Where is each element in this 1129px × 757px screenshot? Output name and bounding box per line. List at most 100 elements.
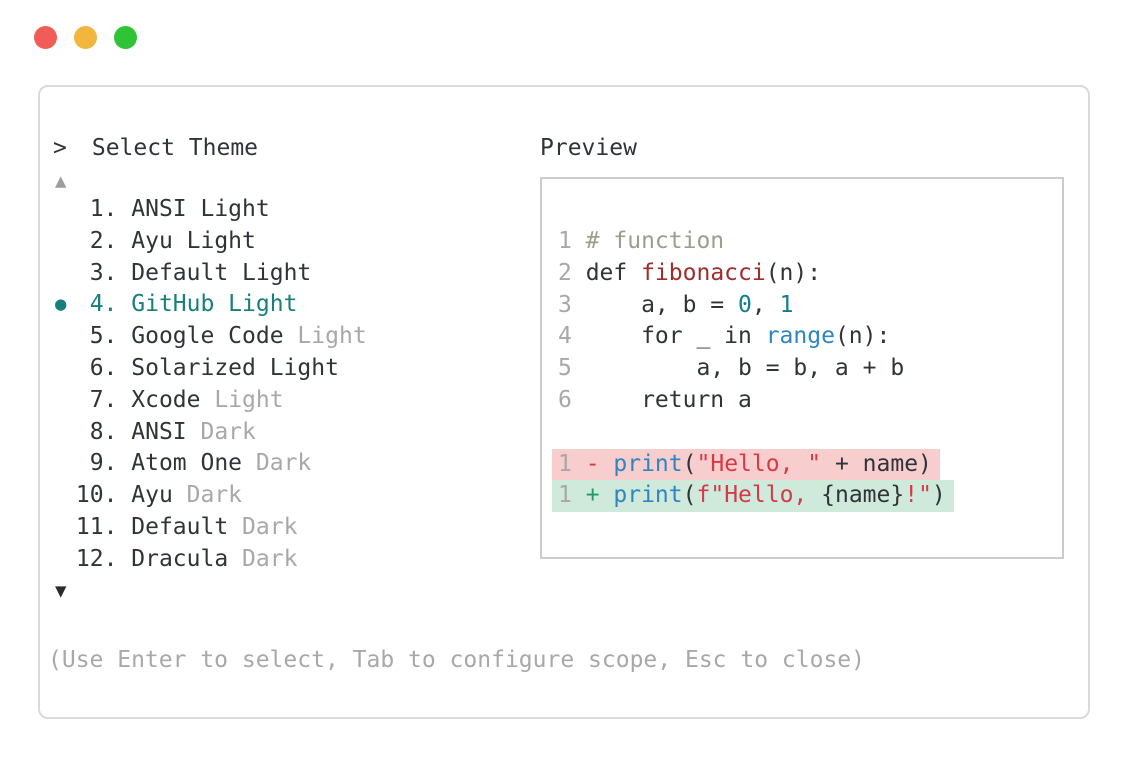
line-number: 5 [558, 355, 572, 382]
theme-item-number: 12. [75, 545, 118, 572]
code-token-num: 0 [738, 291, 752, 318]
line-number: 1 [558, 450, 572, 477]
theme-item-variant: Dark [228, 513, 298, 540]
code-token-plain: for _ in [585, 323, 766, 350]
code-token-num: 1 [779, 291, 794, 318]
bullet-spacer [53, 194, 76, 226]
bullet-spacer [53, 480, 76, 512]
theme-item-label: Google Code Light [131, 323, 367, 350]
theme-item-xcode[interactable]: 7. Xcode Light [53, 385, 865, 417]
code-text: # function [586, 226, 724, 258]
bullet-spacer [53, 353, 76, 385]
theme-item-number: 2. [89, 227, 118, 254]
theme-item-ayu-light[interactable]: 2. Ayu Light [53, 226, 865, 258]
page-title: Select Theme [91, 135, 259, 161]
code-token-plus: + [585, 482, 614, 509]
theme-item-solarized-light[interactable]: 6. Solarized Light [53, 353, 865, 385]
code-line: 4 for _ in range(n): [558, 321, 1062, 353]
code-token-builtin: print [613, 450, 683, 477]
select-theme-header: > Select Theme [53, 132, 865, 164]
code-text: a, b = 0, 1 [585, 290, 794, 322]
theme-item-label: Xcode Light [131, 386, 284, 413]
theme-item-number: 9. [89, 450, 118, 477]
theme-item-number: 6. [89, 354, 118, 381]
code-line: 1# function [558, 226, 1062, 258]
selected-bullet-icon: ● [55, 293, 67, 316]
theme-selector-pane: > Select Theme ▲ 1. ANSI Light 2. Ayu Light… [48, 132, 865, 676]
code-token-plain: ( [682, 482, 697, 509]
code-token-plain: {name} [821, 482, 905, 509]
theme-item-number: 10. [75, 482, 118, 509]
code-text: + print(f"Hello, {name}!") [586, 480, 946, 512]
code-token-plain: def [585, 259, 642, 286]
line-number: 6 [558, 386, 572, 413]
bullet-spacer [53, 512, 76, 544]
theme-item-ansi-light[interactable]: 1. ANSI Light [53, 194, 865, 226]
theme-item-number: 7. [89, 386, 118, 413]
theme-item-default[interactable]: 11. Default Dark [53, 512, 865, 544]
scroll-up-icon[interactable]: ▲ [55, 170, 67, 192]
theme-item-dracula[interactable]: 12.Dracula Dark [53, 544, 865, 576]
theme-item-number: 4. [89, 291, 118, 318]
theme-item-ayu[interactable]: 10. Ayu Dark [53, 480, 865, 512]
code-token-plain: + name) [821, 450, 932, 477]
theme-picker-window: > Select Theme ▲ 1. ANSI Light 2. Ayu Light… [38, 85, 1090, 719]
theme-item-default-light[interactable]: 3.Default Light [53, 258, 865, 290]
theme-list: 1. ANSI Light 2. Ayu Light 3.Default Light ● 4… [53, 194, 865, 576]
code-token-plain: return a [585, 386, 752, 413]
theme-item-ansi[interactable]: 8.ANSI Dark [53, 417, 865, 449]
code-text: - print("Hello, " + name) [586, 449, 932, 481]
theme-item-number: 11. [75, 513, 118, 540]
theme-item-label: Solarized Light [131, 354, 339, 381]
theme-item-variant: Dark [228, 545, 298, 572]
bullet-spacer [53, 544, 76, 576]
code-text: def fibonacci(n): [586, 258, 821, 290]
code-token-builtin: print [613, 482, 683, 509]
theme-item-label: ANSI Light [131, 196, 270, 222]
code-line: 5 a, b = b, a + b [558, 353, 1062, 385]
code-token-func: fibonacci [641, 259, 766, 286]
bullet-spacer [53, 226, 76, 258]
theme-item-label: Atom One Dark [131, 450, 312, 477]
line-number: 4 [558, 323, 572, 350]
minimize-window-button[interactable] [74, 26, 97, 49]
code-line: 2 def fibonacci(n): [558, 258, 1062, 290]
theme-item-number: 3. [89, 259, 118, 286]
theme-item-github-light[interactable]: ● 4. GitHub Light [53, 289, 865, 321]
blank-line [558, 417, 1062, 449]
theme-item-variant: Dark [172, 482, 243, 509]
line-number: 2 [558, 259, 572, 286]
bullet-spacer [53, 258, 76, 290]
code-line: 6 return a [558, 385, 1062, 417]
code-token-string: !" [904, 482, 932, 509]
maximize-window-button[interactable] [114, 26, 137, 49]
scroll-down-icon[interactable]: ▼ [55, 579, 67, 602]
theme-item-label: Ayu Light [131, 227, 256, 254]
code-text: a, b = b, a + b [586, 353, 904, 385]
theme-item-google-code[interactable]: 5. Google Code Light [53, 321, 865, 353]
code-token-plain: a, b = [585, 291, 739, 318]
code-token-plain: ) [931, 482, 946, 509]
bullet-spacer [53, 385, 76, 417]
theme-item-number: 5. [89, 323, 118, 350]
theme-item-number: 1. [89, 196, 118, 222]
theme-item-variant: Light [283, 323, 367, 350]
line-number: 3 [558, 291, 572, 318]
code-text: for _ in range(n): [585, 321, 891, 353]
code-token-plain: (n): [834, 323, 891, 350]
diff-line-added: 1+ print(f"Hello, {name}!") [552, 480, 954, 513]
code-token-string: f"Hello, [696, 482, 822, 509]
theme-item-variant: Dark [242, 450, 312, 477]
close-window-button[interactable] [34, 26, 57, 49]
theme-item-atom-one[interactable]: 9. Atom One Dark [53, 448, 865, 480]
code-token-comment: # function [585, 228, 725, 254]
theme-item-label: Default Dark [131, 513, 298, 540]
theme-item-label: Ayu Dark [131, 482, 243, 509]
bullet-spacer [53, 321, 76, 353]
code-token-plain: (n): [765, 259, 822, 286]
code-token-plain: ( [682, 450, 697, 477]
code-token-minus: - [585, 450, 614, 477]
theme-item-label: GitHub Light [131, 291, 298, 318]
